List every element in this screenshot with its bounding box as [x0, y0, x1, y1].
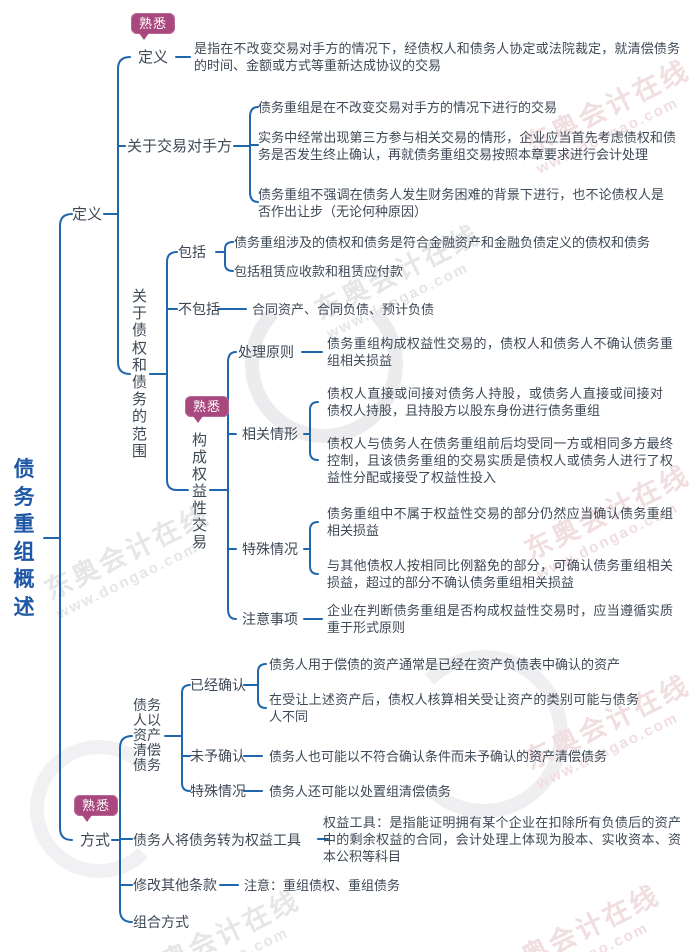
text-situation-1: 债权人直接或间接对债务人持股，或债务人直接或间接对债权人持股，且持股方以股东身份… [327, 386, 663, 418]
node-exclude: 不包括 [178, 301, 220, 317]
familiarity-badge: 熟悉 [185, 396, 230, 423]
node-principle: 处理原则 [238, 344, 294, 360]
text-include-1: 债务重组涉及的债权和债务是符合金融资产和金融负债定义的债权和债务 [234, 235, 651, 250]
node-equity-transaction: 构成权益性交易 [191, 432, 207, 551]
node-unconfirmed: 未予确认 [190, 748, 246, 764]
node-notes: 注意事项 [242, 611, 298, 627]
text-confirmed-2: 在受让上述资产后，债权人核算相关受让资产的类别可能与债务人不同 [269, 692, 639, 724]
text-include-2: 包括租赁应收款和租赁应付款 [234, 264, 404, 279]
familiarity-badge: 熟悉 [131, 13, 176, 40]
node-include: 包括 [178, 244, 206, 260]
node-situations: 相关情形 [242, 426, 298, 442]
node-scope: 关于债权和债务的范围 [131, 288, 147, 460]
node-counterparty: 关于交易对手方 [127, 138, 233, 155]
node-special-assets: 特殊情况 [190, 783, 246, 799]
node-debt-to-equity: 债务人将债务转为权益工具 [133, 832, 301, 848]
node-modify-terms: 修改其他条款 [133, 877, 217, 893]
root-topic: 债务重组概述 [13, 458, 35, 619]
text-special-assets: 债务人还可能以处置组清偿债务 [269, 784, 452, 799]
node-confirmed: 已经确认 [190, 677, 246, 693]
text-modify-note: 注意：重组债权、重组债务 [244, 878, 401, 893]
text-counterparty-1: 债务重组是在不改变交易对手方的情况下进行的交易 [258, 100, 558, 115]
branch-methods: 方式 [80, 832, 111, 849]
text-notes: 企业在判断债务重组是否构成权益性交易时，应当遵循实质重于形式原则 [327, 603, 673, 635]
node-repay-with-assets: 债务人以资产清偿债务 [133, 697, 161, 773]
text-counterparty-3: 债务重组不强调在债务人发生财务困难的背景下进行，也不论债权人是否作出让步（无论何… [258, 187, 664, 219]
node-definition-sub: 定义 [138, 49, 169, 66]
familiarity-badge: 熟悉 [74, 795, 119, 822]
text-confirmed-1: 债务人用于偿债的资产通常是已经在资产负债表中确认的资产 [269, 657, 621, 672]
text-principle: 债务重组构成权益性交易的，债权人和债务人不确认债务重组相关损益 [327, 336, 673, 368]
text-definition: 是指在不改变交易对手方的情况下，经债权人和债务人协定或法院裁定，就清偿债务的时间… [194, 41, 680, 73]
branch-definition: 定义 [72, 206, 103, 223]
text-exclude: 合同资产、合同负债、预计负债 [252, 302, 435, 317]
text-situation-2: 债权人与债务人在债务重组前后均受同一方或相同多方最终控制，且该债务重组的交易实质… [327, 436, 673, 485]
node-special-equity: 特殊情况 [242, 541, 298, 557]
text-equity-instrument: 权益工具：是指能证明拥有某个企业在扣除所有负债后的资产中的剩余权益的合同，会计处… [323, 815, 681, 864]
text-unconfirmed: 债务人也可能以不符合确认条件而未予确认的资产清偿债务 [269, 749, 608, 764]
node-combined-method: 组合方式 [133, 914, 189, 930]
text-special-equity-2: 与其他债权人按相同比例豁免的部分，可确认债务重组相关损益，超过的部分不确认债务重… [327, 558, 673, 590]
text-counterparty-2: 实务中经常出现第三方参与相关交易的情形，企业应当首先考虑债权和债务是否发生终止确… [258, 130, 676, 162]
text-special-equity-1: 债务重组中不属于权益性交易的部分仍然应当确认债务重组相关损益 [327, 506, 673, 538]
